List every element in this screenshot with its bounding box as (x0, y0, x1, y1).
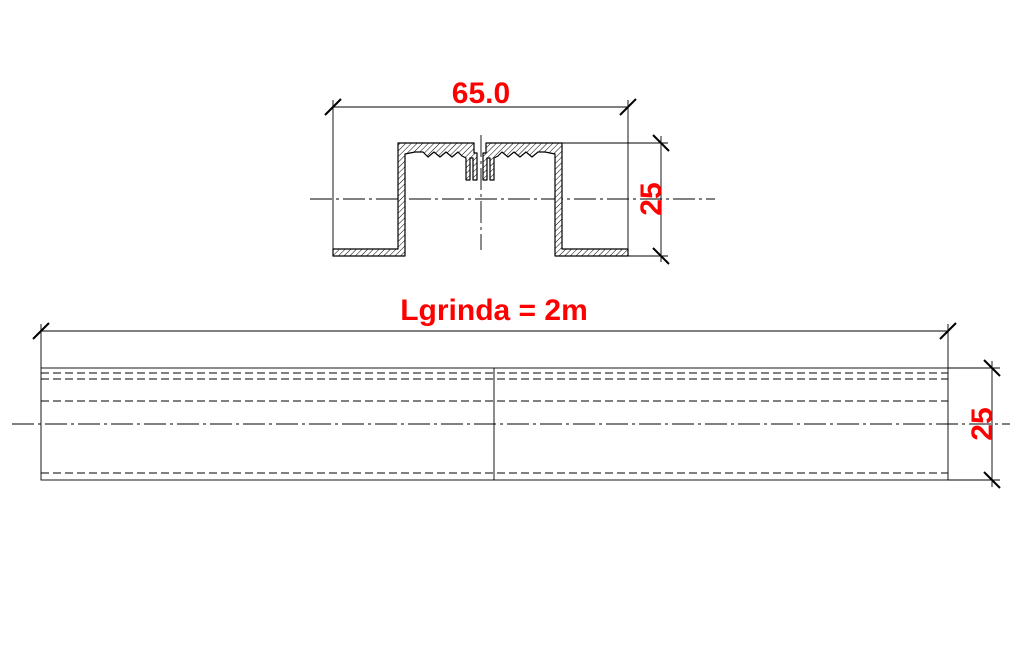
section-width-tick-right (619, 98, 637, 116)
elevation-height-label: 25 (966, 407, 999, 440)
channel-profile (332, 142, 478, 257)
section-width-label: 65.0 (452, 77, 510, 110)
cross-section-view: 65.0 25 (310, 77, 715, 265)
section-height-label: 25 (635, 182, 668, 215)
elevation-length-tick-left (32, 322, 50, 340)
elevation-length-tick-right (939, 322, 957, 340)
channel-profile-right (482, 142, 629, 257)
elevation-view: Lgrinda = 2m 25 (12, 294, 1010, 489)
section-height-tick-top (652, 134, 670, 152)
elevation-height-tick-top (983, 359, 1001, 377)
elevation-length-label: Lgrinda = 2m (400, 294, 588, 327)
elevation-height-tick-bottom (983, 471, 1001, 489)
section-height-tick-bottom (652, 247, 670, 265)
section-width-tick-left (324, 98, 342, 116)
